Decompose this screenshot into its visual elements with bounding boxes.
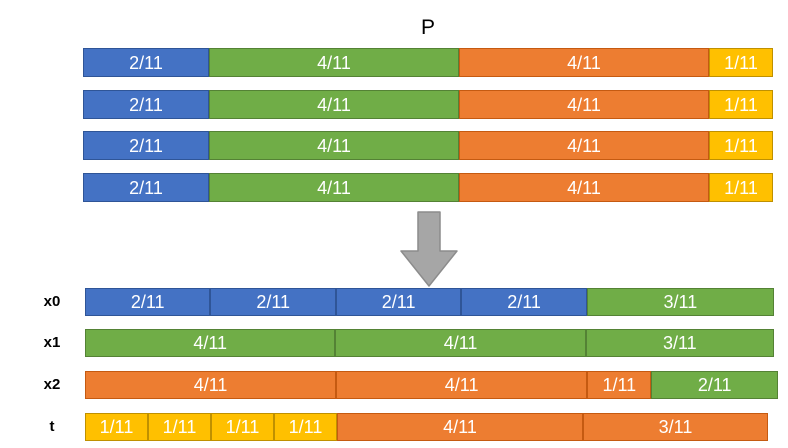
segment-yellow: 1/11 [85, 413, 148, 441]
segment-green: 4/11 [85, 329, 336, 357]
down-arrow-icon [400, 211, 458, 287]
segment-blue: 2/11 [83, 48, 209, 77]
segment-yellow: 1/11 [148, 413, 211, 441]
segment-blue: 2/11 [85, 288, 211, 316]
segment-blue: 2/11 [335, 288, 462, 316]
row-label-x1: x1 [43, 334, 61, 351]
segment-yellow: 1/11 [709, 90, 773, 119]
segment-blue: 2/11 [461, 288, 587, 316]
row-label-t: t [49, 418, 55, 435]
segment-yellow: 1/11 [211, 413, 274, 441]
segment-green: 4/11 [209, 48, 459, 77]
row-label-x0: x0 [43, 293, 61, 310]
segment-green: 2/11 [651, 371, 778, 399]
segment-green: 3/11 [586, 288, 774, 316]
segment-green: 4/11 [209, 90, 459, 119]
row-label-x2: x2 [43, 376, 61, 393]
segment-orange: 1/11 [587, 371, 652, 399]
segment-orange: 3/11 [583, 413, 768, 441]
segment-orange: 4/11 [459, 131, 709, 160]
segment-blue: 2/11 [83, 173, 209, 202]
segment-orange: 4/11 [459, 90, 709, 119]
segment-orange: 4/11 [336, 371, 588, 399]
segment-yellow: 1/11 [709, 131, 773, 160]
segment-blue: 2/11 [210, 288, 336, 316]
segment-orange: 4/11 [459, 173, 709, 202]
segment-orange: 4/11 [337, 413, 583, 441]
diagram-title: P [420, 16, 435, 39]
segment-blue: 2/11 [83, 131, 209, 160]
segment-green: 4/11 [335, 329, 586, 357]
segment-green: 4/11 [209, 131, 459, 160]
segment-yellow: 1/11 [709, 48, 773, 77]
segment-green: 4/11 [209, 173, 459, 202]
segment-blue: 2/11 [83, 90, 209, 119]
segment-orange: 4/11 [85, 371, 337, 399]
segment-green: 3/11 [585, 329, 774, 357]
segment-yellow: 1/11 [274, 413, 337, 441]
segment-orange: 4/11 [459, 48, 709, 77]
segment-yellow: 1/11 [709, 173, 773, 202]
